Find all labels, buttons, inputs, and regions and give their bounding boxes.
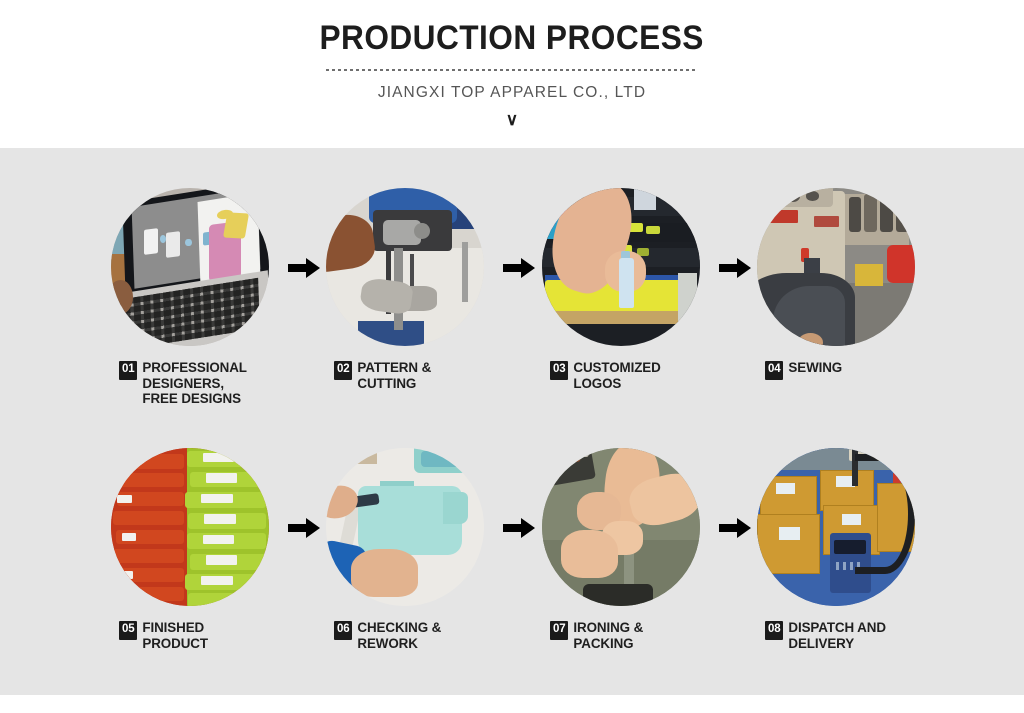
process-step-07[interactable]: 07 IRONING & PACKING [537, 448, 705, 678]
process-row-1: 01 PROFESSIONAL DESIGNERS, FREE DESIGNS … [0, 188, 1024, 418]
quality-inspection-photo [326, 448, 484, 606]
title-divider [326, 69, 698, 71]
process-step-05[interactable]: 05 FINISHED PRODUCT [106, 448, 274, 678]
step-label: 07 IRONING & PACKING [537, 620, 705, 651]
step-label: 08 DISPATCH AND DELIVERY [752, 620, 920, 651]
step-label: 06 CHECKING & REWORK [321, 620, 489, 651]
fabric-cutting-machine-photo [326, 188, 484, 346]
step-label-text: CUSTOMIZED LOGOS [573, 360, 661, 391]
step-label-text: FINISHED PRODUCT [142, 620, 208, 651]
step-label-text: CHECKING & REWORK [357, 620, 442, 651]
step-label-text: SEWING [788, 360, 843, 375]
step-number-badge: 01 [119, 361, 138, 380]
process-step-02[interactable]: 02 PATTERN & CUTTING [321, 188, 489, 418]
step-label-text: IRONING & PACKING [573, 620, 644, 651]
step-number-badge: 04 [765, 361, 784, 380]
arrow-right-icon [503, 257, 535, 279]
process-step-08[interactable]: 08 DISPATCH AND DELIVERY [752, 448, 920, 678]
step-label-text: PROFESSIONAL DESIGNERS, FREE DESIGNS [142, 360, 247, 406]
arrow-right-icon [288, 517, 320, 539]
arrow-right-icon [719, 257, 751, 279]
header-band: PRODUCTION PROCESS JIANGXI TOP APPAREL C… [0, 0, 1024, 148]
arrow-right-icon [503, 517, 535, 539]
screen-printing-photo [542, 188, 700, 346]
step-label: 04 SEWING [752, 360, 920, 380]
process-step-03[interactable]: 03 CUSTOMIZED LOGOS [537, 188, 705, 418]
cartons-pallet-jack-photo [757, 448, 915, 606]
step-label: 02 PATTERN & CUTTING [321, 360, 489, 391]
page-title: PRODUCTION PROCESS [319, 19, 705, 57]
process-row-2: 05 FINISHED PRODUCT 06 CHECKING & R [0, 448, 1024, 678]
laptop-cad-design-photo [111, 188, 269, 346]
company-subtitle: JIANGXI TOP APPAREL CO., LTD [377, 84, 647, 101]
step-number-badge: 07 [550, 621, 569, 640]
step-number-badge: 06 [334, 621, 353, 640]
process-step-06[interactable]: 06 CHECKING & REWORK [321, 448, 489, 678]
step-label-text: DISPATCH AND DELIVERY [788, 620, 886, 651]
step-number-badge: 05 [119, 621, 138, 640]
step-number-badge: 02 [334, 361, 353, 380]
process-step-04[interactable]: 04 SEWING [752, 188, 920, 418]
step-label-text: PATTERN & CUTTING [357, 360, 432, 391]
ironing-folding-photo [542, 448, 700, 606]
process-panel: 01 PROFESSIONAL DESIGNERS, FREE DESIGNS … [0, 148, 1024, 695]
process-step-01[interactable]: 01 PROFESSIONAL DESIGNERS, FREE DESIGNS [106, 188, 274, 418]
industrial-sewing-machine-photo [757, 188, 915, 346]
step-number-badge: 08 [765, 621, 784, 640]
step-label: 03 CUSTOMIZED LOGOS [537, 360, 705, 391]
arrow-right-icon [719, 517, 751, 539]
folded-garment-stacks-photo [111, 448, 269, 606]
chevron-down-icon: ∨ [505, 110, 519, 129]
step-label: 01 PROFESSIONAL DESIGNERS, FREE DESIGNS [106, 360, 274, 407]
arrow-right-icon [288, 257, 320, 279]
step-label: 05 FINISHED PRODUCT [106, 620, 274, 651]
step-number-badge: 03 [550, 361, 569, 380]
